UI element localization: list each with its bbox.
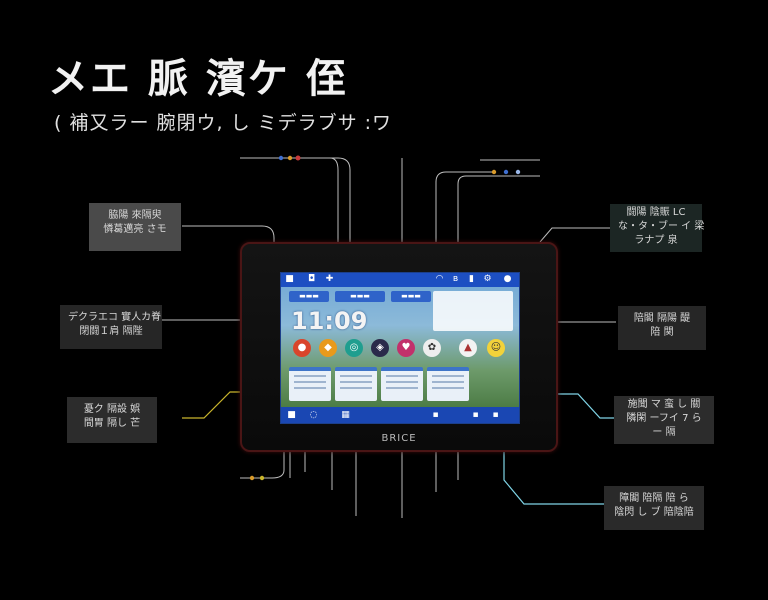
- clock-display: 11:09: [291, 307, 368, 335]
- callout-right-1: 闘陽 陰賑 LC な・タ・ブー イ 梁 ラナプ 泉: [610, 204, 704, 252]
- screen-tabs: ▬▬▬ ▬▬▬ ▬▬▬: [289, 291, 431, 303]
- page-subtitle: ( 補又ラー 腕閉ウ, し ミデラブサ :ワ: [54, 112, 393, 134]
- tablet-screen[interactable]: ■ ◘ ✚ ◠ ʙ ▮ ⚙ ● ▬▬▬ ▬▬▬ ▬▬▬ 11:09 ● ◆ ◎ …: [280, 272, 520, 424]
- app-icon[interactable]: ✚: [325, 274, 334, 284]
- device-brand: BRICE: [381, 433, 417, 444]
- taskbar-chat-icon[interactable]: ◌: [309, 410, 318, 420]
- screen-tab-1[interactable]: ▬▬▬: [289, 291, 329, 302]
- info-panel[interactable]: [433, 291, 513, 331]
- taskbar-app-3-icon[interactable]: ▪: [492, 410, 499, 420]
- chat-icon[interactable]: ◘: [307, 274, 316, 284]
- page-title: メエ 脈 濱ケ 侄: [48, 56, 348, 102]
- taskbar-home-icon[interactable]: ■: [287, 410, 296, 420]
- widget-card-3[interactable]: [381, 367, 423, 401]
- wifi-icon: ◠: [435, 274, 444, 284]
- settings-icon[interactable]: ⚙: [483, 274, 492, 284]
- widget-card-2[interactable]: [335, 367, 377, 401]
- app-icon-3[interactable]: ◎: [345, 339, 363, 357]
- notification-icon[interactable]: ●: [503, 274, 512, 284]
- widget-card-4[interactable]: [427, 367, 469, 401]
- battery-icon: ▮: [469, 274, 474, 284]
- widget-cards: [289, 367, 515, 403]
- callout-left-1: 脇陽 來隔臾 憐葛邁亮 さモ: [89, 203, 181, 251]
- screen-tab-2[interactable]: ▬▬▬: [335, 291, 385, 302]
- taskbar: ■ ◌ ▦ ▪ ▪ ▪: [281, 407, 519, 423]
- app-icon-7[interactable]: ▲: [459, 339, 477, 357]
- taskbar-app-2-icon[interactable]: ▪: [472, 410, 479, 420]
- callout-right-4: 障閣 陪隔 陪 ら 陰閃 し ブ 陪陰陪: [604, 486, 704, 530]
- taskbar-grid-icon[interactable]: ▦: [341, 410, 350, 420]
- callout-right-2: 陪閣 隔陽 醍 陪 関: [618, 306, 706, 350]
- callout-left-3: 憂ク 隔設 娯 間胃 隔し 芒: [67, 397, 157, 443]
- callout-left-2: デクラエコ 實人カ脊 閉闘Ｉ肩 隔陛: [60, 305, 162, 349]
- app-icon-6[interactable]: ✿: [423, 339, 441, 357]
- app-icon-2[interactable]: ◆: [319, 339, 337, 357]
- widget-card-1[interactable]: [289, 367, 331, 401]
- app-icon-1[interactable]: ●: [293, 339, 311, 357]
- taskbar-app-1-icon[interactable]: ▪: [432, 410, 439, 420]
- tablet-device: ■ ◘ ✚ ◠ ʙ ▮ ⚙ ● ▬▬▬ ▬▬▬ ▬▬▬ 11:09 ● ◆ ◎ …: [240, 242, 558, 452]
- app-row: ● ◆ ◎ ◈ ♥ ✿ ▲ ☺: [289, 339, 515, 361]
- status-bar: ■ ◘ ✚ ◠ ʙ ▮ ⚙ ●: [281, 273, 519, 287]
- callout-right-3: 施聞 マ 蛮 し 關 隣閑 ーフイ 7 ら ー 隔: [614, 396, 714, 444]
- app-icon-4[interactable]: ◈: [371, 339, 389, 357]
- home-icon[interactable]: ■: [285, 274, 294, 284]
- app-icon-8[interactable]: ☺: [487, 339, 505, 357]
- app-icon-5[interactable]: ♥: [397, 339, 415, 357]
- bluetooth-icon: ʙ: [452, 274, 459, 284]
- screen-tab-3[interactable]: ▬▬▬: [391, 291, 431, 302]
